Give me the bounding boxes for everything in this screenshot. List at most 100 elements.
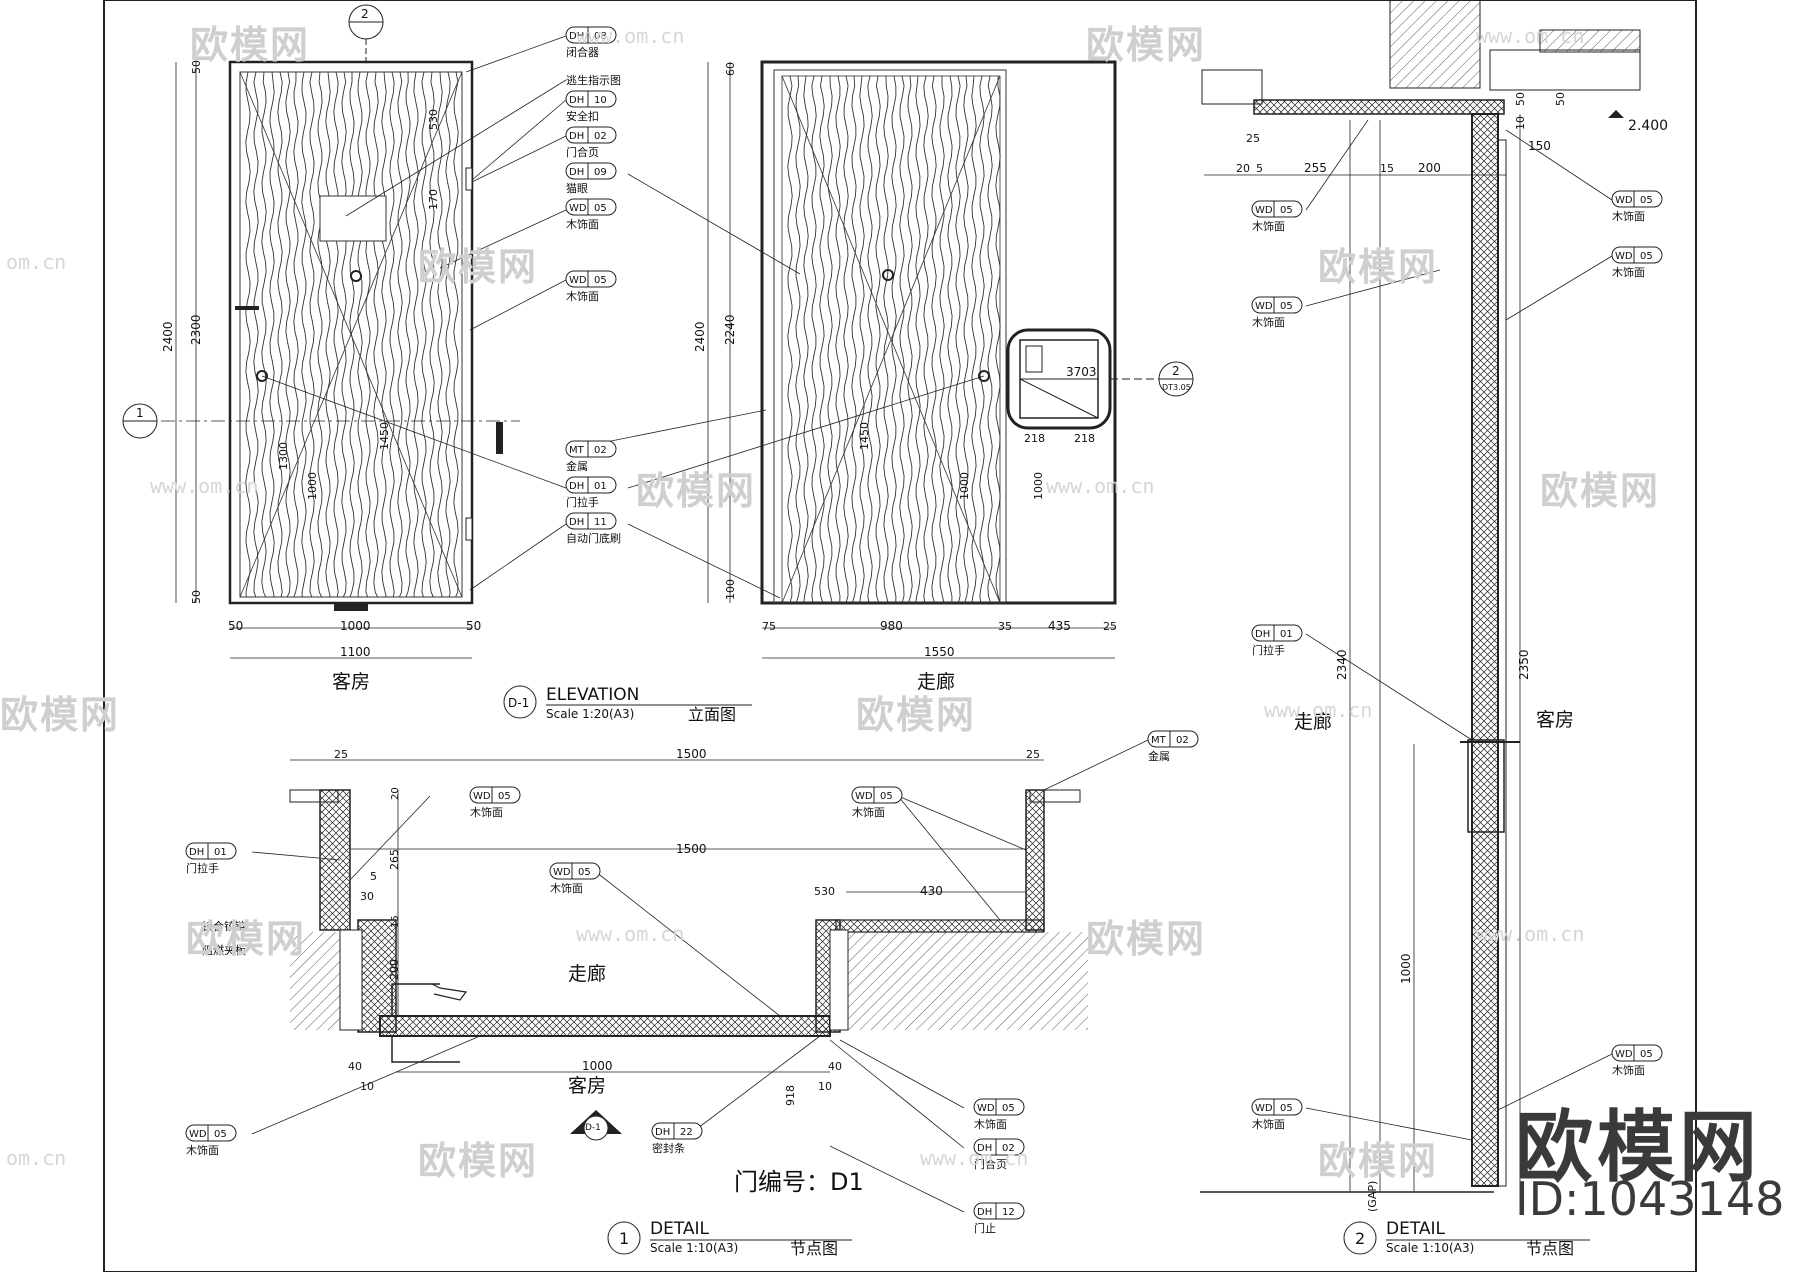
tag-num-dh09: 09 xyxy=(594,167,607,178)
tag-code-wd05d: WD xyxy=(855,791,873,802)
tag-label-wd05g: 木饰面 xyxy=(974,1117,1007,1131)
wood-grain-line xyxy=(907,75,913,604)
tag-code-wd05b: WD xyxy=(569,275,587,286)
wood-grain-line xyxy=(341,71,347,598)
tag-box-wd05f xyxy=(185,1124,237,1142)
wood-grain-line xyxy=(285,71,291,598)
tag-num-dh01c: 01 xyxy=(1280,629,1293,640)
tag-num-mt02a: 02 xyxy=(594,445,607,456)
tag-code-dh01a: DH xyxy=(569,481,584,492)
tag-box-dh08 xyxy=(565,26,617,44)
tag-box-dh01b xyxy=(185,842,237,860)
dim-e2-35: 35 xyxy=(998,620,1012,633)
tag-num-dh10: 10 xyxy=(594,95,607,106)
dim-d2-200: 200 xyxy=(1418,161,1441,175)
section-marker-2b-label: 2 xyxy=(1172,364,1180,378)
dim-d1-25a: 25 xyxy=(334,748,348,761)
dim-e1-1000: 1000 xyxy=(340,619,371,633)
room-label-d1-corridor: 走廊 xyxy=(568,963,606,985)
dim-e2-218b: 218 xyxy=(1074,432,1095,445)
wood-grain-line xyxy=(995,75,1001,604)
tag-box-dh10 xyxy=(565,90,617,108)
dim-d2-2340: 2340 xyxy=(1335,649,1349,680)
tag-label-wd05c: 木饰面 xyxy=(470,805,503,819)
tag-code-dh12: DH xyxy=(977,1207,992,1218)
tag-label-dh01b: 门拉手 xyxy=(186,861,219,875)
tag-box-wd05k xyxy=(1251,296,1303,314)
tag-label-wd05d: 木饰面 xyxy=(852,805,885,819)
wood-grain-line xyxy=(979,75,985,604)
detail-2-section xyxy=(1200,0,1641,1193)
tag-box-wd05d xyxy=(851,786,903,804)
tag-box-wd05g xyxy=(973,1098,1025,1116)
tag-num-dh01b: 01 xyxy=(214,847,227,858)
wood-grain-line xyxy=(875,75,881,604)
tag-box-wd05h xyxy=(1251,200,1303,218)
tag-label-mt02b: 金属 xyxy=(1148,749,1170,763)
tag-label-dh22: 密封条 xyxy=(652,1141,685,1155)
dim-e1-1000: 1000 xyxy=(306,472,319,500)
wood-grain-line xyxy=(987,75,993,604)
tag-box-wd05a xyxy=(565,198,617,216)
tag-label-dh09: 猫眼 xyxy=(566,182,588,195)
tag-num-dh02a: 02 xyxy=(594,131,607,142)
dim-e2-1450: 1450 xyxy=(858,422,871,450)
tag-code-dh02b: DH xyxy=(977,1143,992,1154)
tag-box-wd05l xyxy=(1611,1044,1663,1062)
dim-e1-50-bot: 50 xyxy=(190,590,203,604)
tag-box-dh01c xyxy=(1251,624,1303,642)
tag-label-wd05e: 木饰面 xyxy=(550,881,583,895)
detail-1-plan xyxy=(289,759,1088,1073)
section-marker-2 xyxy=(348,4,384,62)
wood-grain-line xyxy=(293,71,299,598)
detail-2-title: DETAIL xyxy=(1386,1219,1446,1239)
section-cut-symbol xyxy=(570,1110,622,1141)
wood-grain-line xyxy=(389,71,395,598)
tag-label-wd05h: 木饰面 xyxy=(1252,219,1285,233)
tag-num-wd05h: 05 xyxy=(1280,205,1293,216)
tag-num-wd05d: 05 xyxy=(880,791,893,802)
wood-grain-line xyxy=(333,71,339,598)
tag-num-wd05i: 05 xyxy=(1640,195,1653,206)
detail-1-scale: Scale 1:10(A3) xyxy=(650,1241,738,1255)
tag-num-wd05l: 05 xyxy=(1640,1049,1653,1060)
wood-grain-line xyxy=(261,71,267,598)
tag-box-dh11 xyxy=(565,512,617,530)
tag-label-wd05j: 木饰面 xyxy=(1612,265,1645,279)
section-marker-2b-ref: DT3.05 xyxy=(1162,383,1191,392)
detail-1-title-cn: 节点图 xyxy=(790,1239,838,1258)
tag-code-dh01c: DH xyxy=(1255,629,1270,640)
wood-grain-line xyxy=(413,71,419,598)
tag-code-wd05f: WD xyxy=(189,1129,207,1140)
dim-e2-75: 75 xyxy=(762,620,776,633)
dim-e1-50-left: 50 xyxy=(228,619,243,633)
wood-grain-line xyxy=(883,75,889,604)
elevation-title-cn: 立面图 xyxy=(688,705,736,724)
dim-d2-gap: (GAP) xyxy=(1366,1181,1379,1212)
wood-grain-line xyxy=(429,71,435,598)
leader-lines xyxy=(251,35,1613,1213)
dim-d2-150: 150 xyxy=(1528,139,1551,153)
dim-d1-200: 200 xyxy=(388,959,401,980)
room-label-d1-guest: 客房 xyxy=(568,1075,606,1097)
detail-2-no: 2 xyxy=(1355,1229,1365,1248)
tag-code-dh01b: DH xyxy=(189,847,204,858)
level-mark: 2.400 xyxy=(1628,118,1668,134)
dim-d1-265: 265 xyxy=(388,849,401,870)
tag-code-wd05a: WD xyxy=(569,203,587,214)
tag-label-wd05m: 木饰面 xyxy=(1252,1117,1285,1131)
dim-e1-530: 530 xyxy=(427,109,440,130)
dim-e2-218a: 218 xyxy=(1024,432,1045,445)
tag-code-wd05e: WD xyxy=(553,867,571,878)
wood-grain-line xyxy=(827,75,833,604)
dim-d2-1000: 1000 xyxy=(1399,953,1413,984)
dim-d2-50b: 50 xyxy=(1554,92,1567,106)
wood-grain-line xyxy=(277,71,283,598)
dim-e2-25: 25 xyxy=(1103,620,1117,633)
tag-code-dh08: DH xyxy=(569,31,584,42)
dim-e2-60: 60 xyxy=(724,62,737,76)
section-cut-ref: D-1 xyxy=(585,1123,601,1133)
elevation-title-block xyxy=(503,685,752,719)
tag-code-dh11: DH xyxy=(569,517,584,528)
wood-grain-line xyxy=(955,75,961,604)
